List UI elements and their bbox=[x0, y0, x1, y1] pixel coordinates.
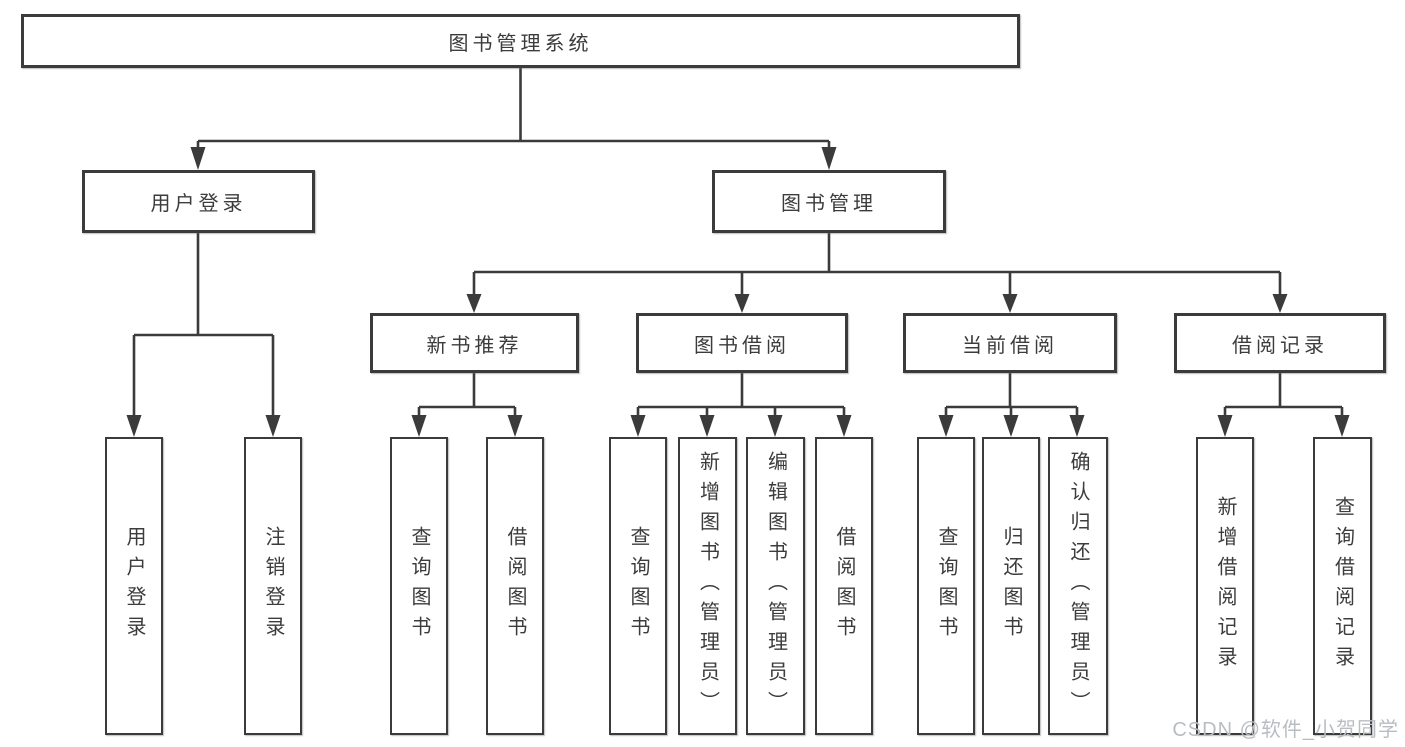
leaf-borrow-books-borrowing: 借阅图书 bbox=[815, 437, 873, 735]
leaf-query-books-borrowing: 查询图书 bbox=[609, 437, 667, 735]
watermark: CSDN @软件_小贺同学 bbox=[1172, 719, 1399, 741]
leaf-user-login: 用户登录 bbox=[105, 437, 163, 735]
node-book-borrowing: 图书借阅 bbox=[636, 313, 848, 373]
node-borrowing-records: 借阅记录 bbox=[1174, 313, 1386, 373]
leaf-return-books: 归还图书 bbox=[982, 437, 1040, 735]
node-new-book-recommendation: 新书推荐 bbox=[370, 313, 579, 373]
leaf-logout: 注销登录 bbox=[244, 437, 302, 735]
leaf-query-books-recommend: 查询图书 bbox=[390, 437, 448, 735]
leaf-confirm-return-admin: 确认归还（管理员） bbox=[1048, 437, 1108, 735]
leaf-add-books-admin: 新增图书（管理员） bbox=[678, 437, 737, 735]
node-book-management: 图书管理 bbox=[712, 170, 946, 233]
leaf-borrow-books-recommend: 借阅图书 bbox=[486, 437, 544, 735]
node-current-borrowing: 当前借阅 bbox=[903, 313, 1117, 373]
leaf-edit-books-admin: 编辑图书（管理员） bbox=[746, 437, 805, 735]
leaf-query-borrow-record: 查询借阅记录 bbox=[1313, 437, 1372, 735]
leaf-query-books-current: 查询图书 bbox=[917, 437, 975, 735]
leaf-add-borrow-record: 新增借阅记录 bbox=[1196, 437, 1254, 735]
node-root: 图书管理系统 bbox=[21, 14, 1020, 68]
node-user-login: 用户登录 bbox=[82, 170, 315, 233]
